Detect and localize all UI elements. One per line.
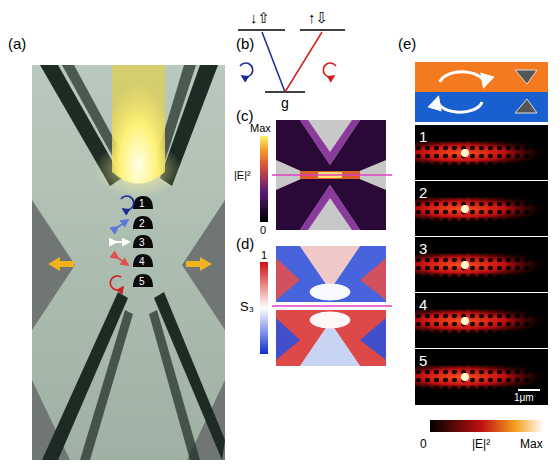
colorbar-label: 0 [260, 225, 266, 236]
panel-label: (a) [8, 36, 26, 51]
panel-label: (d) [236, 236, 254, 251]
panel-number: 3 [419, 241, 427, 256]
colorbar-label: S₃ [240, 300, 254, 313]
level-label: g [281, 96, 289, 110]
scale-bar-label: 1μm [514, 393, 534, 403]
panel-number: 1 [419, 129, 427, 144]
panel-number: 5 [419, 353, 427, 368]
callout-number: 5 [139, 277, 145, 287]
colorbar-label: Max [520, 438, 543, 450]
spin-state: ↓⇧ [250, 10, 270, 25]
callout-number: 3 [139, 238, 145, 248]
colorbar-label: Max [250, 123, 271, 134]
panel-label: (e) [398, 36, 416, 51]
panel-number: 4 [419, 297, 427, 312]
spin-state: ↑⇩ [308, 10, 328, 25]
colorbar-label: |E|² [234, 170, 251, 181]
colorbar-label: |E|² [472, 438, 490, 450]
callout-number: 4 [139, 257, 145, 267]
panel-number: 2 [419, 185, 427, 200]
colorbar-label: 1 [261, 250, 267, 261]
callout-number: 2 [139, 219, 145, 229]
callout-number: 1 [139, 199, 145, 209]
panel-label: (c) [236, 108, 254, 123]
colorbar-label: 0 [420, 438, 427, 450]
panel-label: (b) [236, 36, 254, 51]
